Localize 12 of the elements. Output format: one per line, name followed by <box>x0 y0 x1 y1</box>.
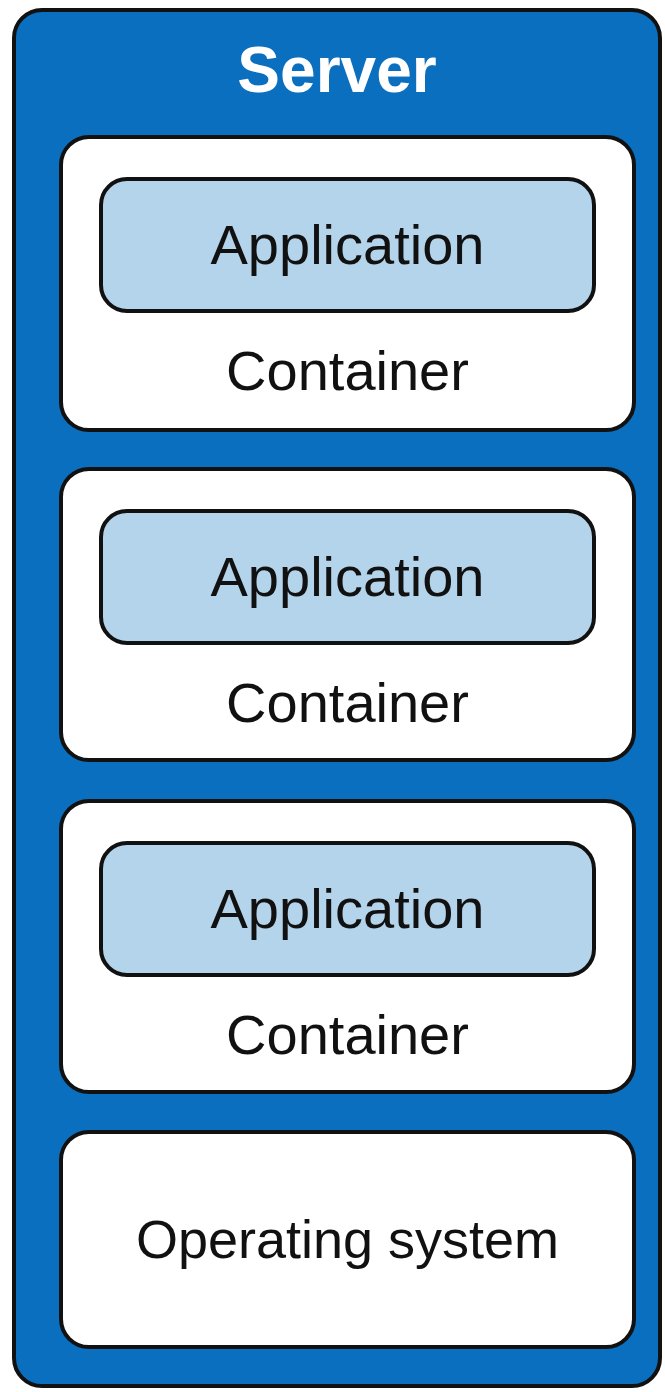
application-box: Application <box>99 509 596 645</box>
box-label: Container <box>225 671 470 736</box>
container-box <box>59 467 636 762</box>
panel-title: Server <box>236 34 438 108</box>
container-box <box>59 799 636 1094</box>
server-panel <box>12 8 662 1388</box>
container-box <box>59 135 636 432</box>
box-label: Container <box>225 339 470 404</box>
box-label: Container <box>225 1003 470 1068</box>
application-box: Application <box>99 177 596 313</box>
application-box: Application <box>99 841 596 977</box>
operating-system-box: Operating system <box>59 1130 636 1349</box>
